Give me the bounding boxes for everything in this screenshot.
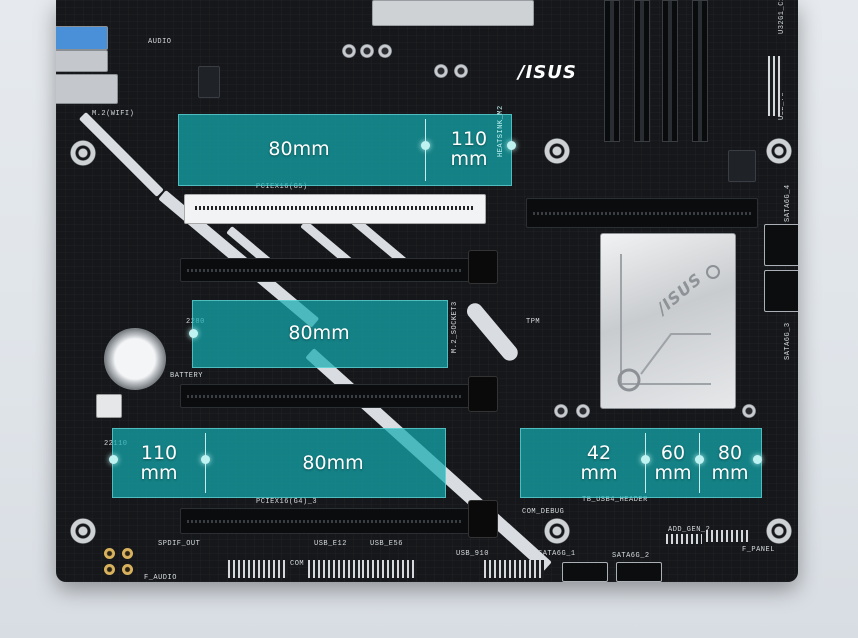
m2-standoff-marker — [201, 455, 210, 464]
capacitor — [434, 64, 448, 78]
gold-contact — [104, 564, 115, 575]
m2-slot-overlay-top: 80mm 110 mm HEATSINK_M2 — [178, 105, 516, 186]
usb-e12-label: USB_E12 — [314, 540, 347, 548]
warning-triangle — [96, 394, 122, 418]
mounting-screw — [766, 518, 792, 544]
m2-size-80mm: 80mm — [268, 138, 330, 160]
motherboard: AUDIO M.2(WIFI) /ISUS U32G1_C1 USB_78 PC… — [56, 0, 798, 582]
pcie-slot-latch — [468, 376, 498, 412]
pciex16-g5-label: PCIEX16(G5) — [256, 183, 308, 191]
chipset-heatsink: /ISUS — [600, 233, 736, 409]
audio-chip — [198, 66, 220, 98]
mounting-screw — [766, 138, 792, 164]
dimm-slot — [692, 0, 708, 142]
usb-port — [56, 26, 108, 50]
capacitor — [742, 404, 756, 418]
rear-io-bracket — [56, 74, 118, 104]
power-connector — [728, 150, 756, 182]
usb-910-label: USB_910 — [456, 550, 489, 558]
capacitor — [378, 44, 392, 58]
heatsink-m2-label: HEATSINK_M2 — [497, 105, 505, 157]
sata-port — [616, 562, 662, 582]
sata6g-2-label: SATA6G_2 — [612, 552, 650, 560]
m2-size-80mm: 80mm — [288, 322, 350, 344]
add-gen-label: ADD_GEN_2 — [668, 526, 711, 534]
m2-slot-overlay-bottom-left: 110 mm 80mm — [109, 428, 446, 498]
asus-logo: /ISUS — [518, 62, 577, 83]
m2-size-80mm: 80mm — [302, 452, 364, 474]
capacitor — [576, 404, 590, 418]
pciex16-g5-slot — [184, 194, 486, 224]
pcie-slot — [180, 384, 470, 408]
heatsink-graphic — [617, 254, 720, 392]
capacitor — [454, 64, 468, 78]
front-audio-label: F_AUDIO — [144, 574, 177, 582]
pcie-slot — [180, 258, 470, 282]
usb-78-header — [768, 56, 782, 116]
m2-size-110mm: 110 mm — [450, 128, 488, 170]
sata6g-3-label: SATA6G_3 — [784, 322, 792, 360]
usb-e12-header — [308, 560, 362, 578]
m2-slot-overlay-middle: 80mm M.2_SOCKET3 — [189, 300, 459, 368]
com-label: COM — [290, 560, 305, 568]
m2-standoff-marker — [753, 455, 762, 464]
pciex16-g4-3-label: PCIEX16(G4)_3 — [256, 498, 318, 506]
mounting-screw — [70, 140, 96, 166]
dimm-slot — [662, 0, 678, 142]
add-gen-header — [666, 534, 702, 544]
gold-contact — [104, 548, 115, 559]
m2-socket3-label: M.2_SOCKET3 — [451, 301, 459, 353]
audio-label: AUDIO — [148, 38, 172, 46]
tpm-label: TPM — [526, 318, 541, 326]
m2-standoff-marker — [421, 141, 430, 150]
gold-contact — [122, 564, 133, 575]
m2-standoff-marker — [695, 455, 704, 464]
usb-e56-label: USB_E56 — [370, 540, 403, 548]
capacitor — [554, 404, 568, 418]
capacitor — [360, 44, 374, 58]
usb-e56-header — [362, 560, 416, 578]
m2-slot-overlay-bottom-right: 42 mm 60 mm 80 mm — [520, 428, 762, 498]
sata6g-1-label: SATA6G_1 — [538, 550, 576, 558]
usb-910-header — [484, 560, 544, 578]
battery-label: BATTERY — [170, 372, 203, 380]
mounting-screw — [70, 518, 96, 544]
m2-standoff-marker — [507, 141, 516, 150]
pcie-slot-latch — [468, 250, 498, 284]
f-panel-header — [706, 530, 750, 542]
pcie-slot-extension — [526, 198, 758, 228]
gold-contact — [122, 548, 133, 559]
sata6g-4-label: SATA6G_4 — [784, 184, 792, 222]
m2-wifi-label: M.2(WIFI) — [92, 110, 135, 118]
spdif-out-label: SPDIF_OUT — [158, 540, 201, 548]
m2-standoff-marker — [641, 455, 650, 464]
m2-standoff-marker — [109, 455, 118, 464]
com-header — [228, 560, 288, 578]
com-debug-label: COM_DEBUG — [522, 508, 565, 516]
m2-size-60mm: 60 mm — [654, 442, 692, 484]
sata-port — [764, 270, 798, 312]
pciex16-g4-3-slot — [180, 508, 470, 534]
pcie-slot-latch — [468, 500, 498, 538]
capacitor — [342, 44, 356, 58]
mounting-screw — [544, 138, 570, 164]
tb-usb4-header-label: TB_USB4_HEADER — [582, 496, 648, 504]
sata-port — [764, 224, 798, 266]
mounting-screw — [544, 518, 570, 544]
sata-port — [562, 562, 608, 582]
f-panel-label: F_PANEL — [742, 546, 775, 554]
usb-port — [56, 50, 108, 72]
m2-length-divider — [425, 119, 426, 181]
cpu-socket-edge — [372, 0, 534, 26]
m2-standoff-marker — [189, 329, 198, 338]
dimm-slot — [604, 0, 620, 142]
m2-size-110mm: 110 mm — [140, 442, 178, 484]
u32g1-c1-label: U32G1_C1 — [778, 0, 786, 34]
dimm-slot — [634, 0, 650, 142]
cmos-battery — [104, 328, 166, 390]
m2-size-80mm: 80 mm — [711, 442, 749, 484]
m2-size-42mm: 42 mm — [580, 442, 618, 484]
